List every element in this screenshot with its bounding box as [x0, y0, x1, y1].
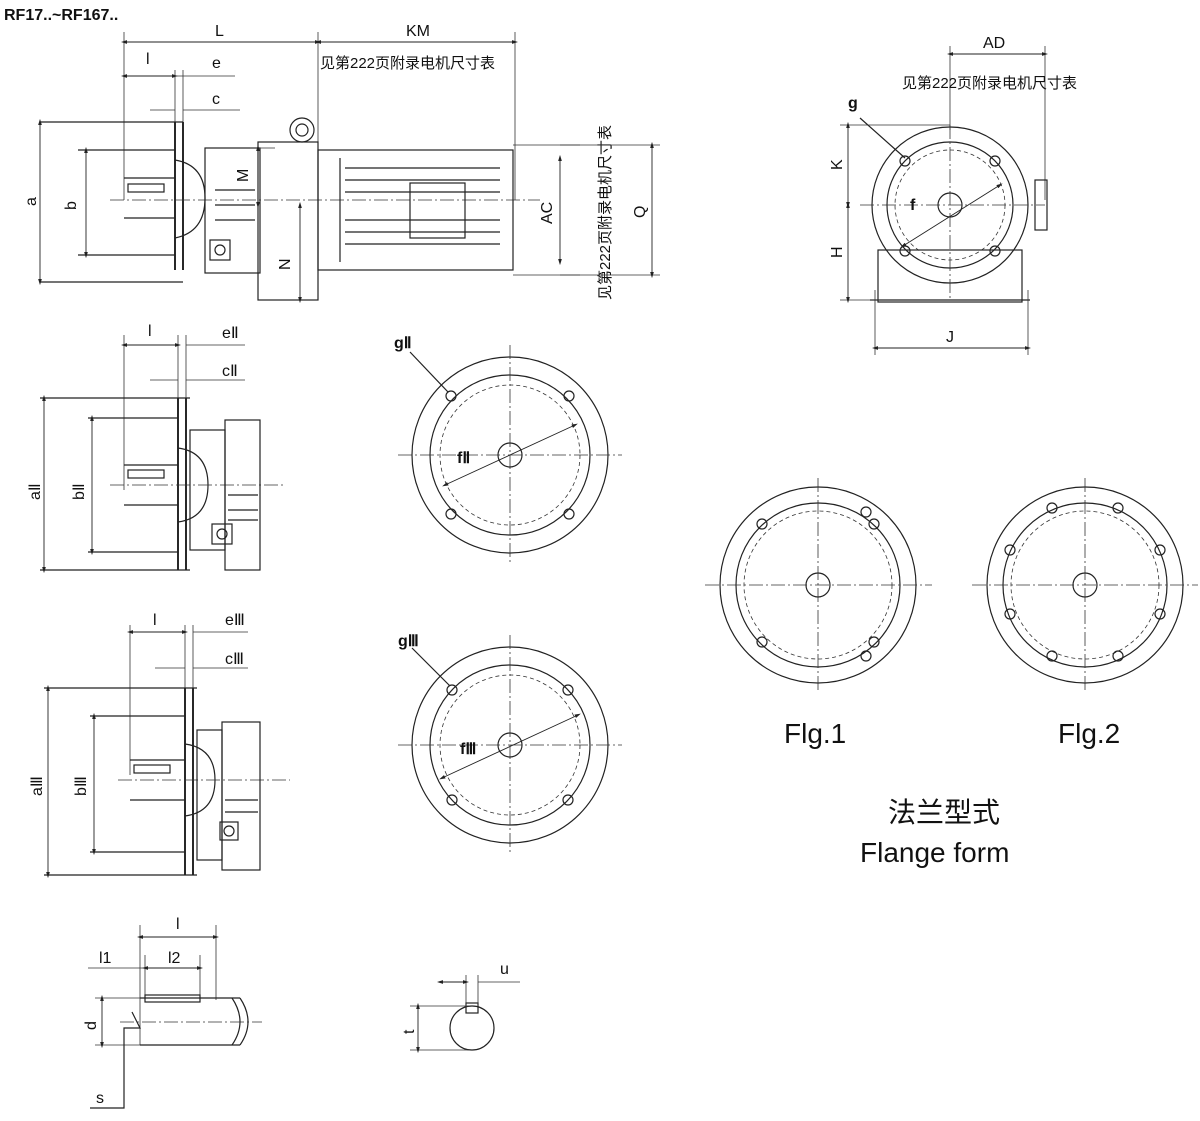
dim-u: u — [500, 961, 509, 978]
dim-g-2: gⅡ — [394, 335, 412, 352]
dim-a-3: aⅢ — [29, 776, 46, 796]
dim-l-3: l — [153, 612, 157, 629]
note-motor-table-right: 见第222页附录电机尺寸表 — [902, 74, 1077, 92]
drawing-title: RF17..~RF167.. — [4, 7, 118, 24]
variant-3-side-view: l eⅢ cⅢ aⅢ bⅢ — [29, 612, 290, 879]
dim-e-main: e — [212, 55, 221, 72]
dim-t: t — [401, 1029, 418, 1034]
dim-e-3: eⅢ — [225, 612, 245, 629]
dim-c-main: c — [212, 91, 220, 108]
dim-l-main: l — [146, 51, 150, 68]
dim-AC: AC — [539, 202, 556, 224]
dim-c-3: cⅢ — [225, 651, 244, 668]
fig-1-label: Flg.1 — [784, 718, 846, 749]
dim-KM: KM — [406, 23, 430, 40]
dim-g-3: gⅢ — [398, 633, 419, 650]
note-motor-table-side: 见第222页附录电机尺寸表 — [596, 125, 614, 300]
dim-l-2: l — [148, 323, 152, 340]
dim-L: L — [215, 23, 224, 40]
dim-a-2: aⅡ — [27, 483, 44, 500]
flange-fig-1: Flg.1 — [705, 478, 932, 749]
dim-b-3: bⅢ — [73, 776, 90, 796]
key-section-detail: u t — [401, 961, 520, 1054]
dim-f-2: fⅡ — [457, 450, 470, 467]
caption-zh: 法兰型式 — [888, 797, 1000, 828]
fig-2-label: Flg.2 — [1058, 718, 1120, 749]
dim-s: s — [96, 1090, 104, 1107]
dim-l1: l1 — [99, 950, 112, 967]
note-motor-table-top: 见第222页附录电机尺寸表 — [320, 54, 495, 72]
dim-l2: l2 — [168, 950, 181, 967]
dim-g-main: g — [848, 95, 858, 112]
dim-a-main: a — [23, 197, 40, 206]
main-side-view: L KM 见第222页附录电机尺寸表 l e c a b — [23, 23, 660, 304]
dim-f-3: fⅢ — [460, 741, 476, 758]
caption-en: Flange form — [860, 837, 1009, 868]
dim-b-2: bⅡ — [71, 483, 88, 500]
dim-d: d — [83, 1021, 100, 1030]
end-view: AD 见第222页附录电机尺寸表 f g K H J — [829, 35, 1077, 355]
variant-2-flange: gⅡ fⅡ — [394, 335, 622, 565]
variant-3-flange: gⅢ fⅢ — [398, 633, 622, 855]
dim-K: K — [829, 159, 846, 170]
dim-b-main: b — [63, 201, 80, 210]
dim-H: H — [829, 246, 846, 258]
dim-f-main: f — [910, 197, 916, 214]
flange-fig-2: Flg.2 — [972, 478, 1198, 749]
shaft-detail: l l1 l2 d s — [83, 916, 262, 1109]
dim-e-2: eⅡ — [222, 325, 239, 342]
variant-2-side-view: l eⅡ cⅡ aⅡ bⅡ — [27, 323, 285, 574]
dim-J: J — [946, 329, 954, 346]
dim-AD: AD — [983, 35, 1005, 52]
dim-c-2: cⅡ — [222, 363, 238, 380]
dim-Q: Q — [632, 206, 649, 218]
dim-N: N — [277, 258, 294, 270]
dim-l-shaft: l — [176, 916, 180, 933]
dim-M: M — [235, 169, 252, 182]
